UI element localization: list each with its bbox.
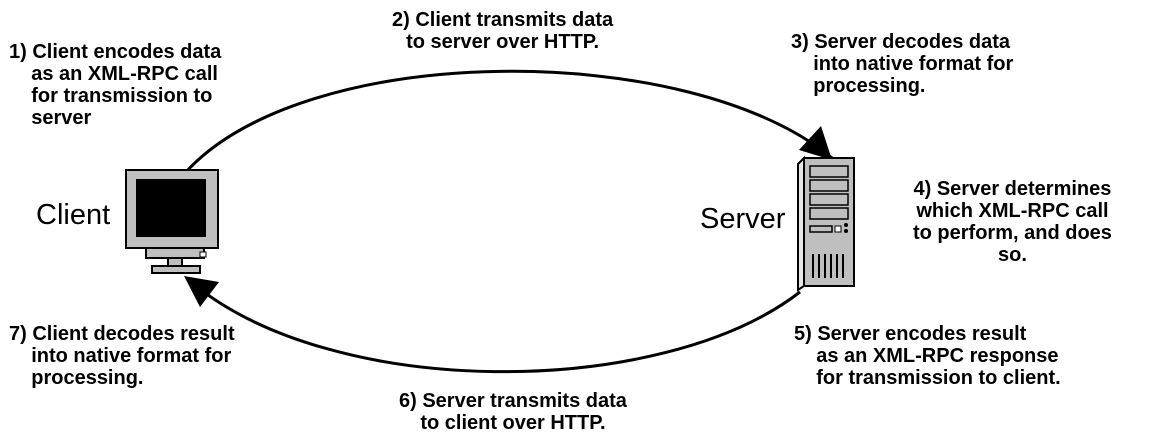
step-5-text: 5) Server encodes result as an XML-RPC r… xyxy=(794,323,1061,389)
step-1-text: 1) Client encodes data as an XML-RPC cal… xyxy=(9,41,222,129)
step-7-text: 7) Client decodes result into native for… xyxy=(9,323,235,389)
response-arrowhead xyxy=(184,276,219,307)
response-arrow xyxy=(189,279,801,374)
client-label: Client xyxy=(36,199,111,231)
request-arrowhead xyxy=(799,126,832,160)
server-tower-icon xyxy=(797,155,855,292)
step-4-text: 4) Server determines which XML-RPC call … xyxy=(913,178,1112,266)
request-arrow xyxy=(183,69,833,175)
server-label: Server xyxy=(700,203,786,235)
step-2-text: 2) Client transmits data to server over … xyxy=(392,9,614,53)
step-6-text: 6) Server transmits data to client over … xyxy=(399,390,627,434)
monitor-icon xyxy=(125,169,219,274)
step-3-text: 3) Server decodes data into native forma… xyxy=(791,31,1014,97)
